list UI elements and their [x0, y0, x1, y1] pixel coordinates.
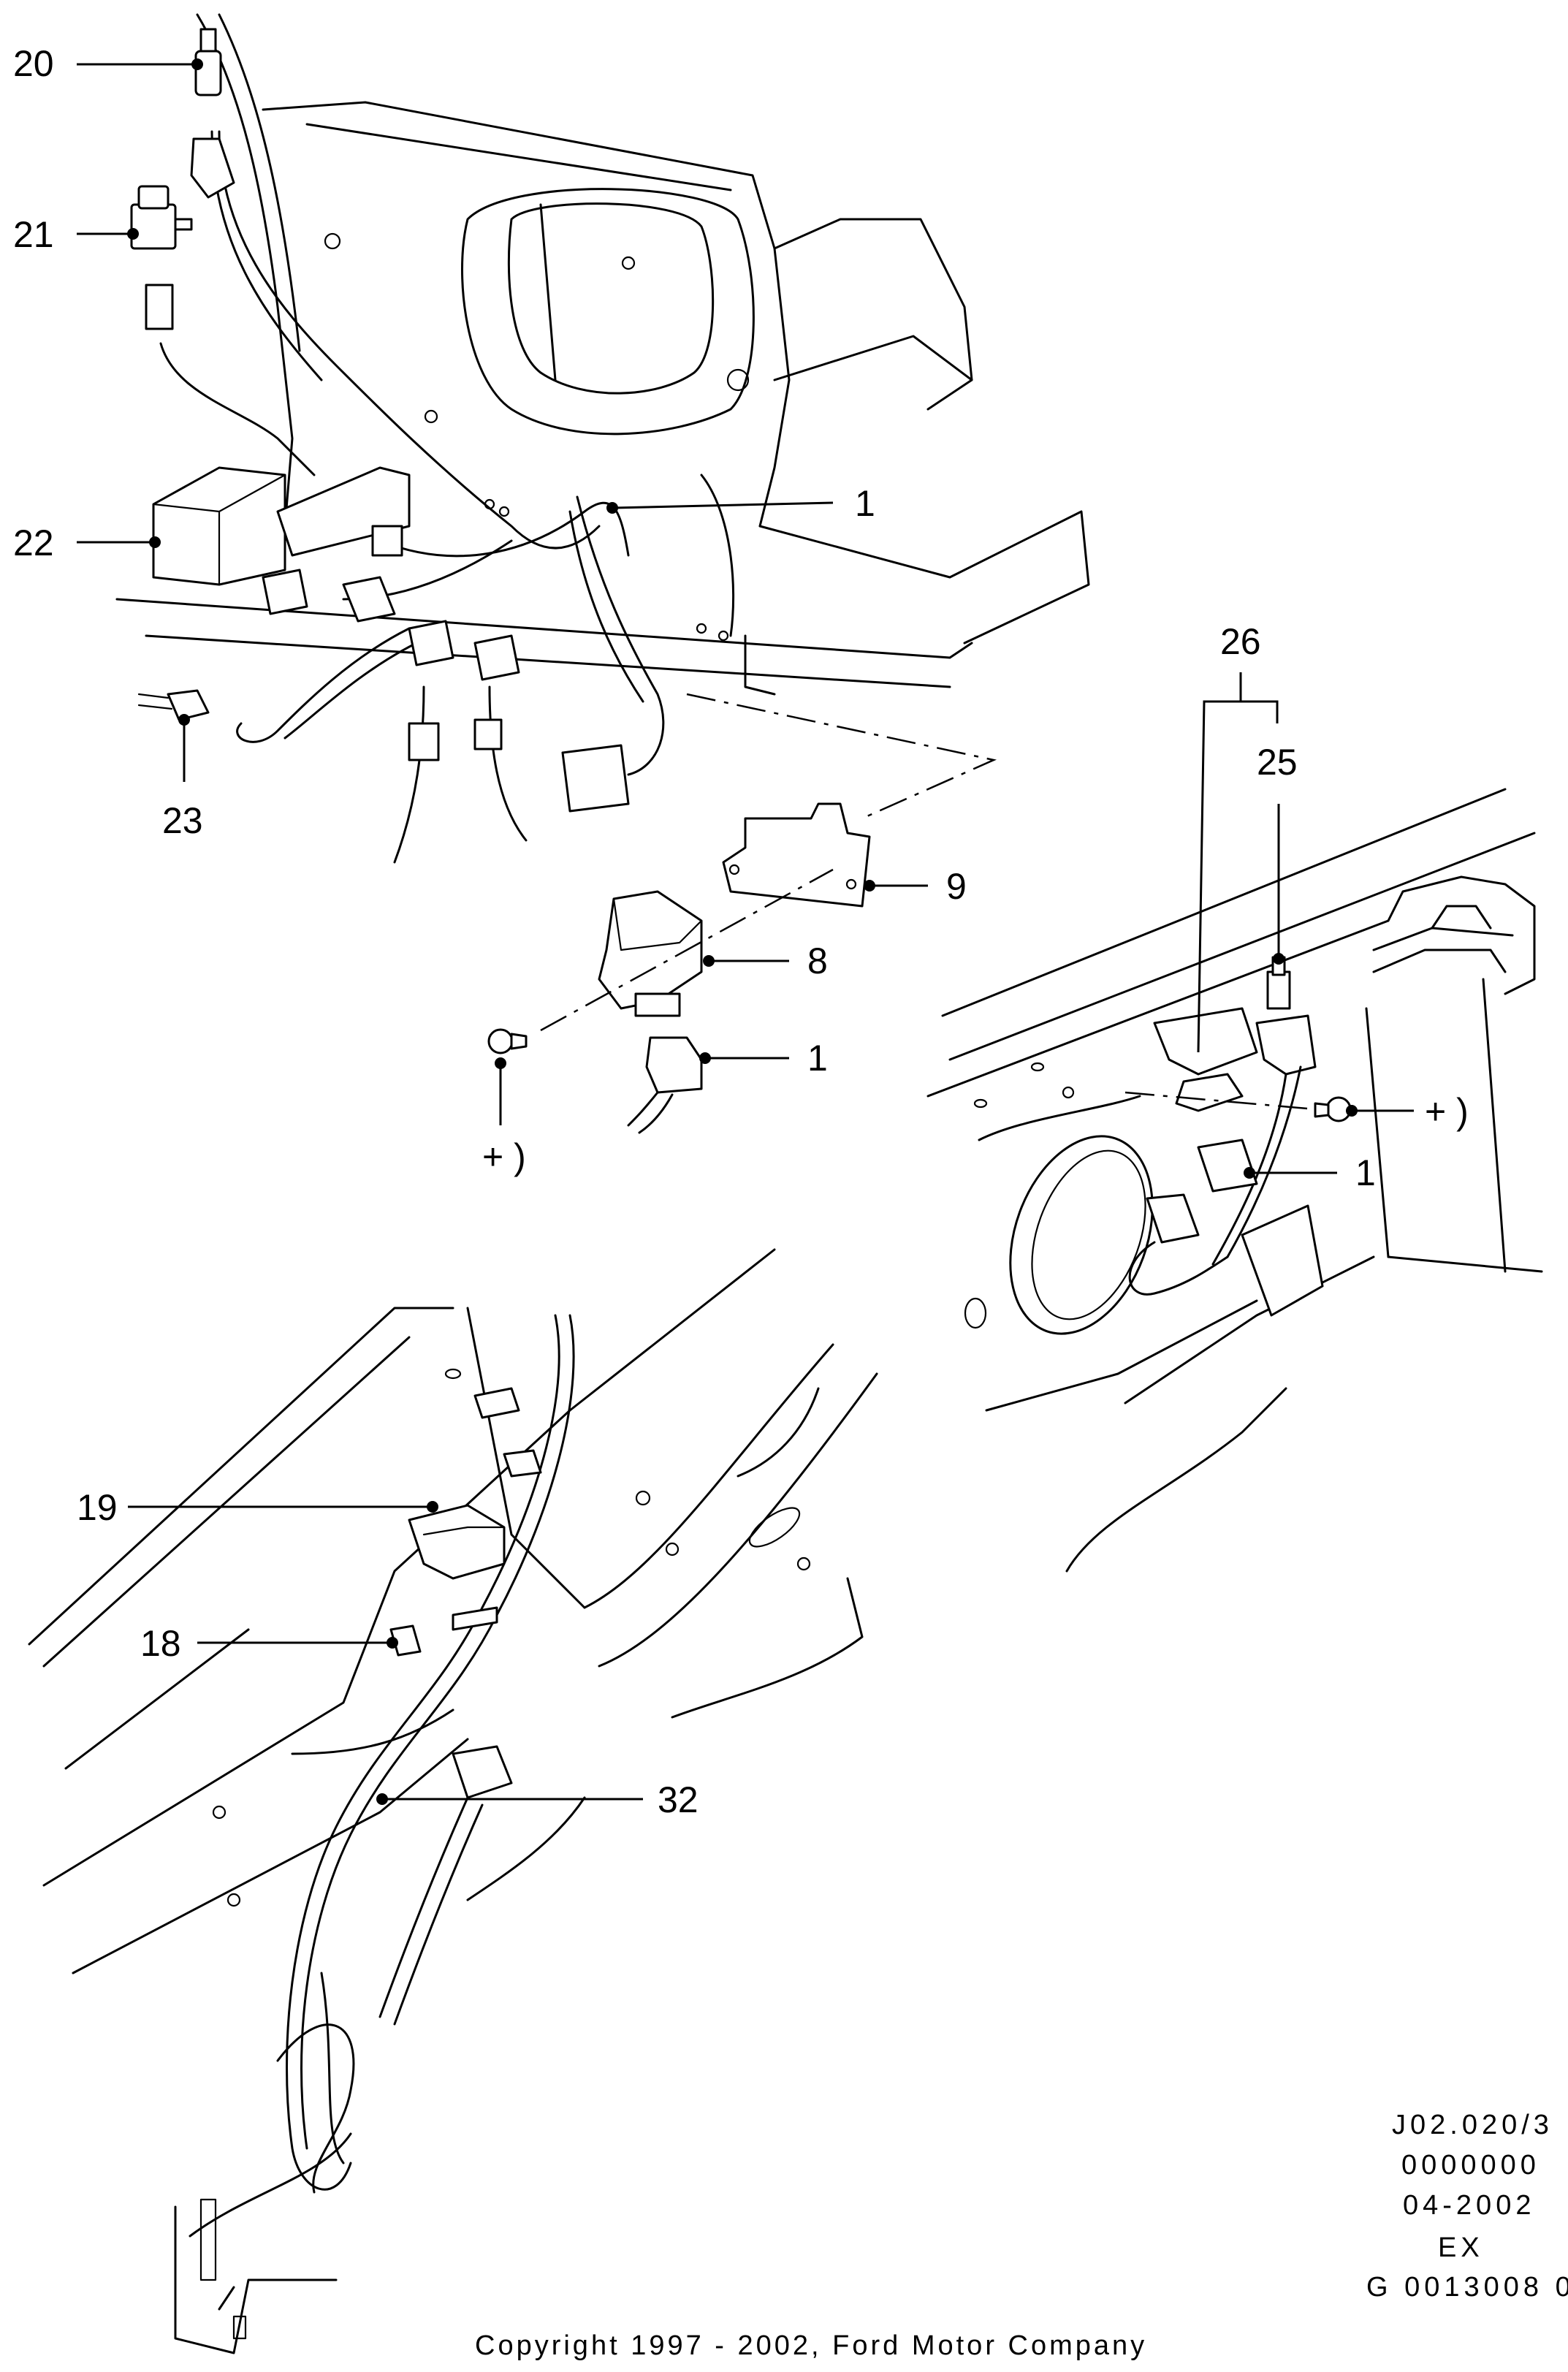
callout-label-25: 25	[1257, 742, 1298, 783]
bottom-left-assembly	[28, 1248, 878, 2354]
top-left-assembly	[115, 13, 1090, 864]
callout-20: 20	[13, 43, 203, 84]
callout-19: 19	[77, 1487, 438, 1528]
callout-plus-left: + )	[482, 1057, 526, 1177]
callout-label-32: 32	[658, 1779, 699, 1820]
callout-label-18: 18	[140, 1623, 181, 1664]
callout-label-20: 20	[13, 43, 54, 84]
exploded-parts	[487, 802, 871, 1134]
copyright-notice: Copyright 1997 - 2002, Ford Motor Compan…	[475, 2330, 1147, 2361]
callout-9: 9	[864, 866, 967, 907]
callout-1-mid: 1	[699, 1038, 828, 1079]
callout-label-1-mid: 1	[807, 1038, 828, 1079]
callout-18: 18	[140, 1623, 398, 1664]
callout-23: 23	[162, 714, 203, 841]
callout-label-22: 22	[13, 522, 54, 563]
callout-plus-right: + )	[1346, 1091, 1469, 1132]
callout-label-8: 8	[807, 940, 828, 981]
callout-label-1-right: 1	[1355, 1152, 1376, 1193]
callout-1-right: 1	[1244, 1152, 1376, 1193]
callout-label-23: 23	[162, 800, 203, 841]
callout-26: 26	[1197, 621, 1279, 1053]
callout-8: 8	[703, 940, 828, 981]
callout-label-26: 26	[1220, 621, 1261, 662]
callout-label-1-top: 1	[855, 483, 875, 524]
callout-21: 21	[13, 214, 139, 255]
callout-label-19: 19	[77, 1487, 118, 1528]
stamp-region: EX	[1438, 2232, 1484, 2263]
stamp-date: 04-2002	[1403, 2190, 1535, 2221]
callout-label-9: 9	[946, 866, 967, 907]
stamp-drawing-number: J02.020/3	[1392, 2110, 1553, 2140]
callout-22: 22	[13, 522, 161, 563]
right-assembly	[926, 788, 1543, 1573]
callout-1-top: 1	[606, 483, 875, 524]
callout-32: 32	[376, 1779, 699, 1820]
stamp-illustration-id: G 0013008 0	[1366, 2272, 1568, 2303]
callout-25: 25	[1257, 742, 1298, 965]
callout-label-plus-right: + )	[1425, 1091, 1469, 1132]
callout-label-plus-left: + )	[482, 1136, 526, 1177]
bracket-plate	[722, 802, 871, 908]
drawing-stamp: J02.020/3 0000000 04-2002 EX G 0013008 0	[1366, 2110, 1568, 2303]
callout-label-21: 21	[13, 214, 54, 255]
stamp-reference: 0000000	[1401, 2150, 1540, 2181]
